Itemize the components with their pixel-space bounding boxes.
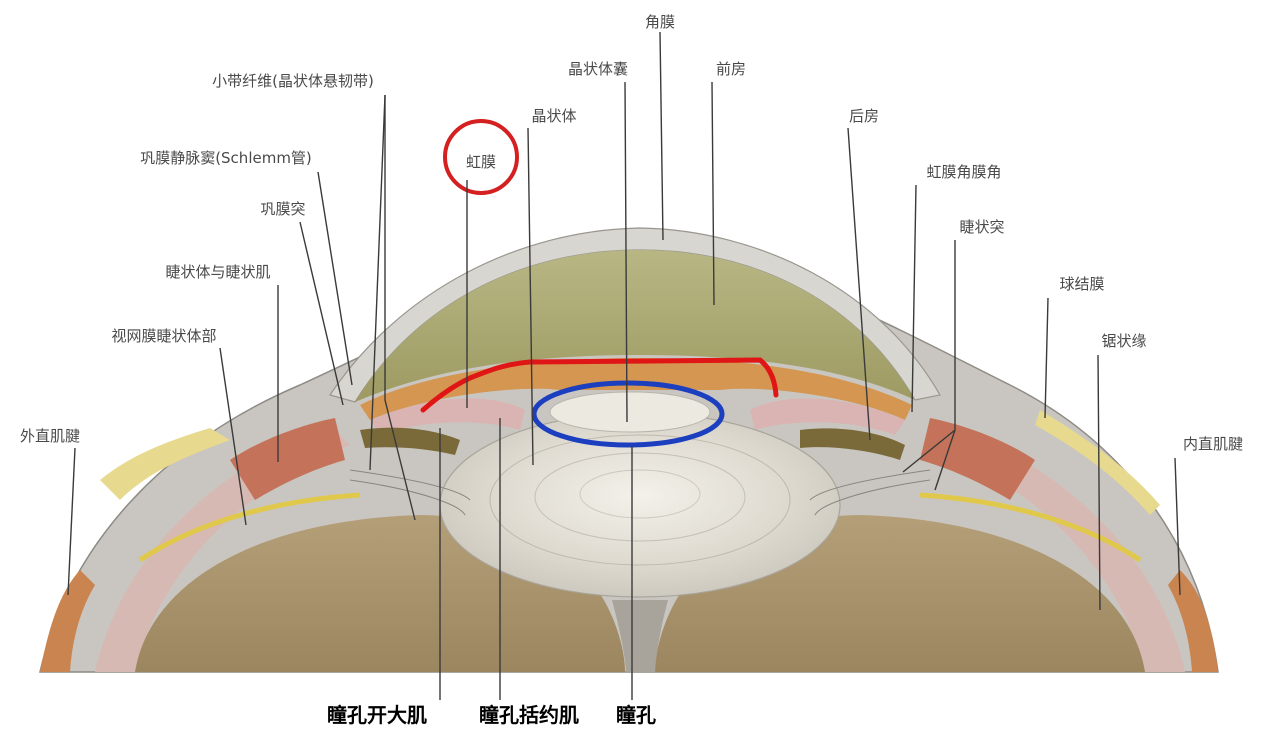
label-sphincter-pupillae: 瞳孔括约肌: [479, 703, 579, 727]
label-ciliary-body-muscle: 睫状体与睫状肌: [165, 263, 270, 281]
leader-lines: [67, 31, 1181, 700]
label-ora-serrata: 锯状缘: [1101, 332, 1146, 350]
label-lens: 晶状体: [531, 107, 576, 125]
label-iridocorneal-angle: 虹膜角膜角: [926, 163, 1001, 181]
label-dilator-pupillae: 瞳孔开大肌: [327, 703, 427, 727]
label-scleral-venous-sinus: 巩膜静脉窦(Schlemm管): [140, 149, 312, 167]
label-anterior-chamber: 前房: [716, 60, 746, 78]
pupil-highlight-ellipse: [531, 380, 725, 448]
label-bulbar-conjunctiva: 球结膜: [1059, 275, 1104, 293]
label-pupil: 瞳孔: [616, 703, 656, 727]
label-lens-capsule: 晶状体囊: [568, 60, 628, 78]
label-cornea: 角膜: [645, 13, 675, 31]
labels: 角膜 晶状体囊 前房 小带纤维(晶状体悬韧带) 晶状体 后房 巩膜静脉窦(Sch…: [20, 13, 1243, 727]
label-medial-rectus-tendon: 内直肌腱: [1183, 435, 1243, 453]
label-ciliary-process: 睫状突: [959, 218, 1004, 236]
label-zonular-fibers: 小带纤维(晶状体悬韧带): [212, 72, 374, 90]
label-scleral-spur: 巩膜突: [260, 200, 305, 218]
label-posterior-chamber: 后房: [849, 107, 879, 125]
label-iris: 虹膜: [466, 153, 496, 171]
iris-highlight-circle: [443, 119, 519, 195]
label-retina-ciliary-part: 视网膜睫状体部: [111, 327, 216, 345]
label-lateral-rectus-tendon: 外直肌腱: [20, 427, 80, 445]
iris-trace-line: [420, 357, 779, 413]
eyeball-illustration: [39, 227, 1219, 673]
